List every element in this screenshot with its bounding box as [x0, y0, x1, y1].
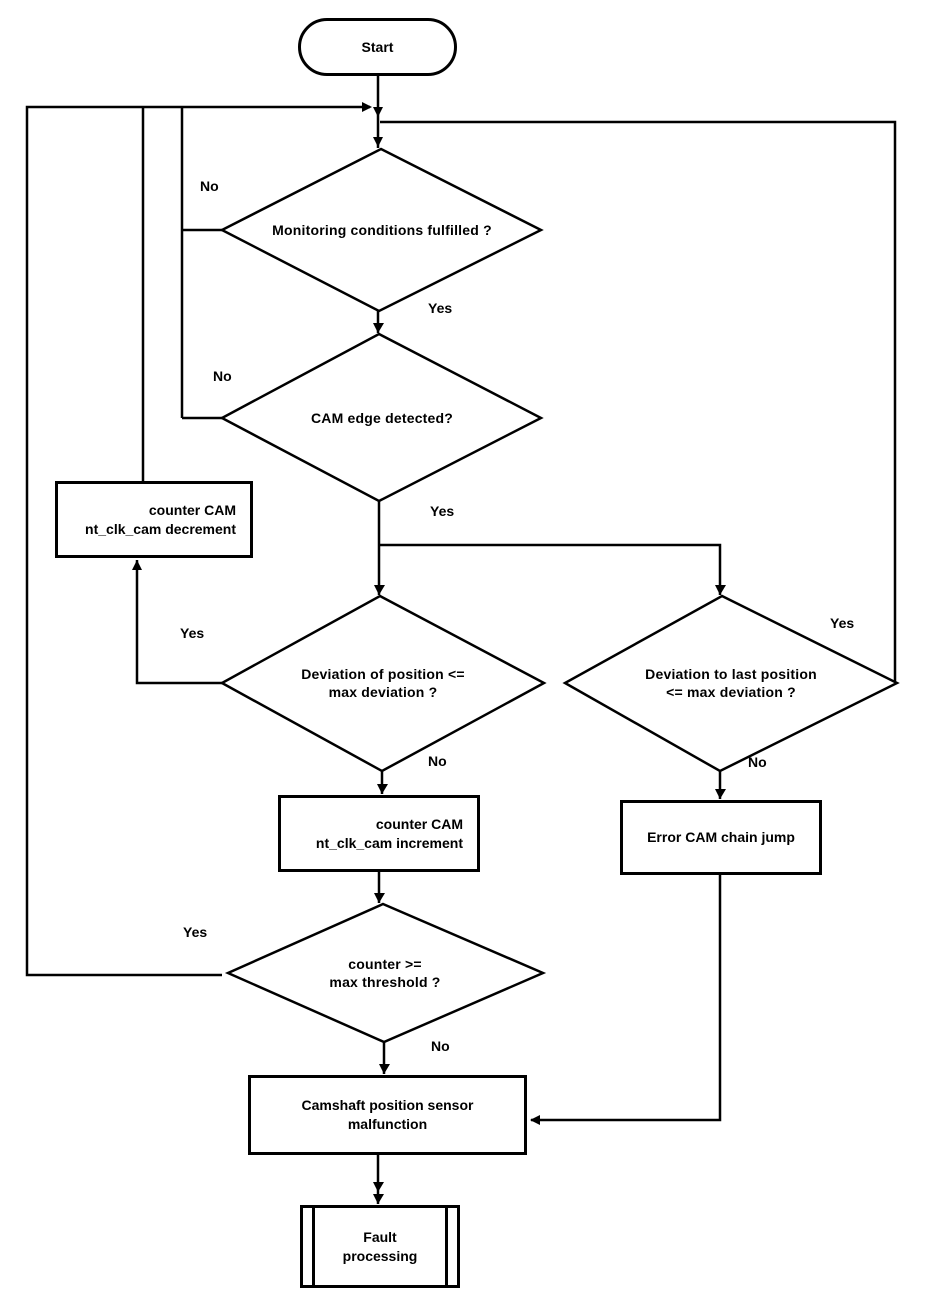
edge-deviation-yes [135, 560, 222, 685]
subroutine-left-bar [312, 1207, 315, 1286]
edge-lastpos-yes-loop [380, 120, 897, 683]
edge-error-to-malfunction [531, 875, 722, 1122]
label-monitoring-no: No [200, 178, 219, 194]
arrowheads [132, 102, 726, 1204]
decision-cam-edge-shape [219, 332, 544, 503]
decision-counter-threshold-shape [224, 902, 547, 1044]
label-deviation-last-yes: Yes [830, 615, 855, 631]
edge-threshold-yes-loop [25, 105, 370, 977]
label-cam-edge-no: No [213, 368, 232, 384]
decision-cam-edge-label: CAM edge detected? [310, 409, 454, 426]
start-label: Start [361, 39, 394, 55]
process-malfunction-box: Camshaft position sensor malfunction [248, 1075, 527, 1155]
label-deviation-pos-yes: Yes [180, 625, 205, 641]
subroutine-right-bar [445, 1207, 448, 1286]
start-node: Start [298, 18, 457, 76]
decision-deviation-pos-shape [219, 594, 547, 773]
process-decrement-box: counter CAM nt_clk_cam decrement [55, 481, 253, 558]
label-deviation-last-no: No [748, 754, 767, 770]
process-increment-box: counter CAM nt_clk_cam increment [278, 795, 480, 872]
decision-monitoring-label: Monitoring conditions fulfilled ? [272, 221, 492, 238]
decision-deviation-last-label: Deviation to last position <= max deviat… [645, 665, 817, 700]
decision-deviation-last-shape [562, 594, 900, 773]
subroutine-fault-processing-box: Fault processing [300, 1205, 460, 1288]
decision-counter-threshold-label: counter >= max threshold ? [329, 955, 441, 990]
decision-deviation-pos-label: Deviation of position <= max deviation ? [301, 665, 465, 700]
label-cam-edge-yes: Yes [430, 503, 455, 519]
label-threshold-yes: Yes [183, 924, 208, 940]
label-monitoring-yes: Yes [428, 300, 453, 316]
process-error-jump-box: Error CAM chain jump [620, 800, 822, 875]
edge-camedge-yes-right [379, 543, 722, 595]
label-deviation-pos-no: No [428, 753, 447, 769]
decision-monitoring-shape [219, 147, 544, 313]
label-threshold-no: No [431, 1038, 450, 1054]
